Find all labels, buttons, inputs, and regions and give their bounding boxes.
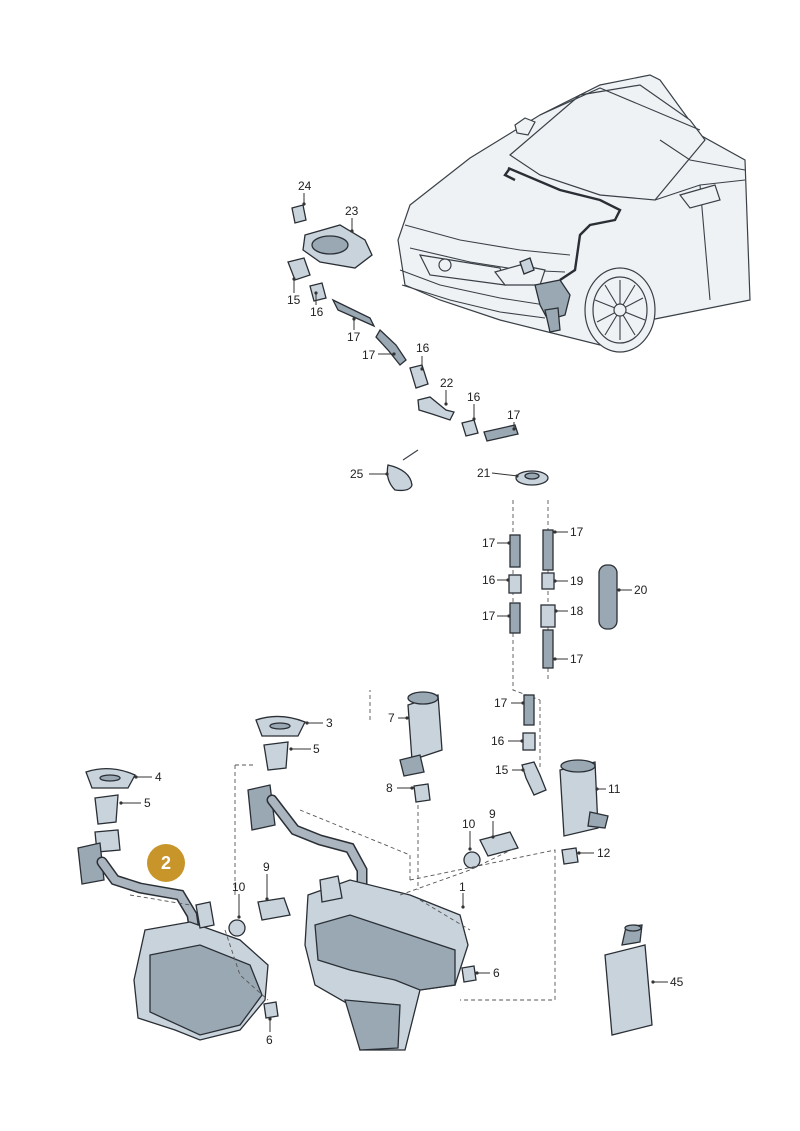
washer-fluid-bottle — [604, 924, 653, 1036]
callout-17-a: 17 — [347, 330, 361, 344]
hose-segment-column — [508, 500, 618, 796]
callout-17-d: 17 — [482, 536, 496, 550]
vehicle-front-illustration — [397, 74, 751, 353]
callout-17-e: 17 — [570, 525, 584, 539]
callout-22: 22 — [440, 376, 454, 390]
callout-16-upper: 16 — [310, 305, 324, 319]
washer-jet-assembly — [287, 204, 549, 492]
callout-25: 25 — [350, 467, 364, 481]
callout-5-left: 5 — [144, 796, 151, 810]
callout-20: 20 — [634, 583, 648, 597]
position-badge: 2 — [147, 844, 185, 882]
callout-23: 23 — [345, 204, 359, 218]
callout-16-d: 16 — [482, 573, 496, 587]
callout-10-left: 10 — [232, 880, 246, 894]
callout-6-right: 6 — [493, 966, 500, 980]
callout-5-right: 5 — [313, 742, 320, 756]
callout-lines — [119, 193, 668, 1032]
washer-reservoir-left — [77, 768, 291, 1041]
callout-6-left: 6 — [266, 1033, 273, 1047]
callout-7: 7 — [388, 711, 395, 725]
callout-19: 19 — [570, 574, 584, 588]
washer-reservoir-right — [247, 715, 519, 1051]
callout-15-lower: 15 — [495, 763, 509, 777]
callout-16-c: 16 — [467, 390, 481, 404]
callout-45: 45 — [670, 975, 684, 989]
callout-17-b: 17 — [362, 348, 376, 362]
callout-24: 24 — [298, 179, 312, 193]
callout-3: 3 — [326, 716, 333, 730]
callout-18: 18 — [570, 604, 584, 618]
callout-11: 11 — [608, 782, 621, 796]
callout-17-c: 17 — [507, 408, 521, 422]
assembly-guide-lines — [129, 690, 556, 1001]
washer-pumps — [399, 691, 609, 865]
callout-10-right: 10 — [462, 817, 476, 831]
callout-9-right: 9 — [489, 807, 496, 821]
callout-15-upper: 15 — [287, 293, 301, 307]
callout-17-f: 17 — [482, 609, 496, 623]
callout-12: 12 — [597, 846, 611, 860]
callout-17-h: 17 — [494, 696, 508, 710]
callout-16-e: 16 — [491, 734, 505, 748]
callout-17-g: 17 — [570, 652, 584, 666]
callout-21: 21 — [477, 466, 491, 480]
callout-16-b: 16 — [416, 341, 430, 355]
callout-8: 8 — [386, 781, 393, 795]
callout-9-left: 9 — [263, 860, 270, 874]
callout-4: 4 — [155, 770, 162, 784]
callout-1: 1 — [459, 880, 466, 894]
